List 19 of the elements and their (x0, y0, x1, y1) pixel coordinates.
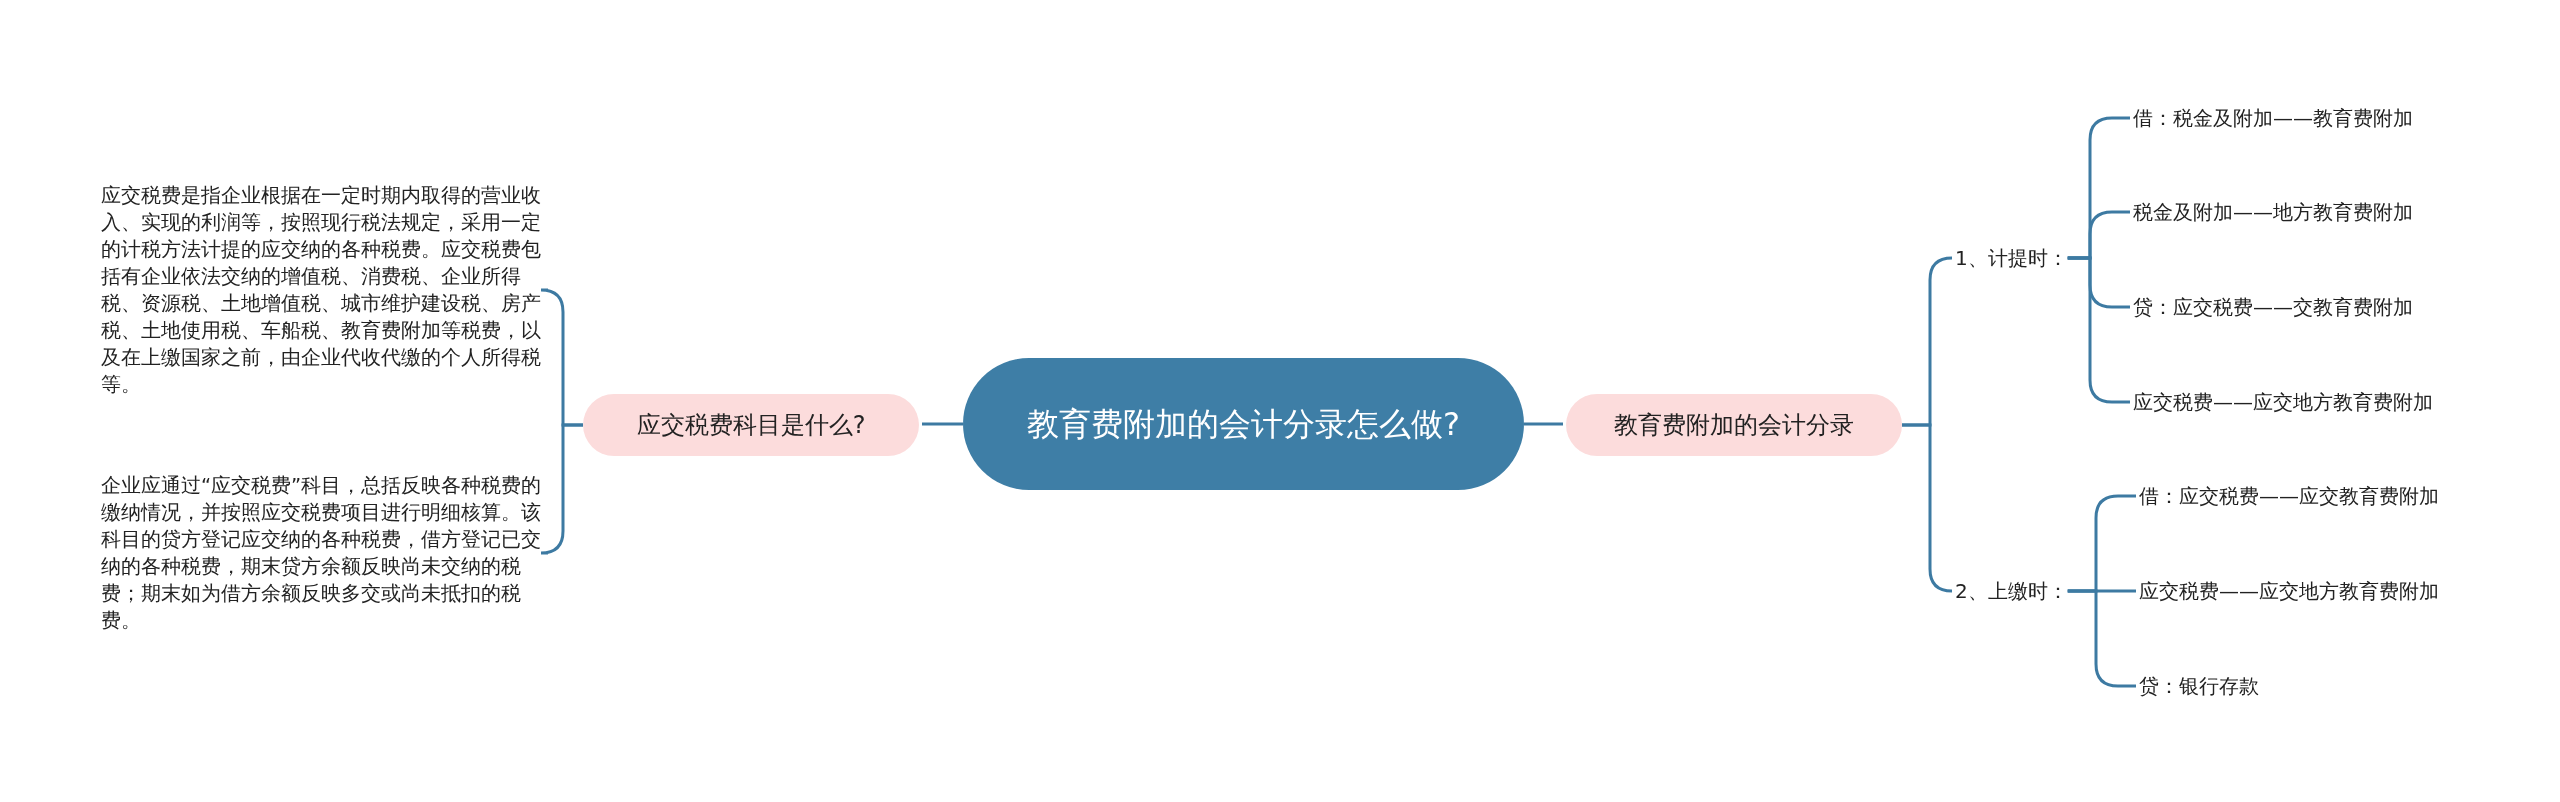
topic-box: 教育费附加的会计分录怎么做? (963, 358, 1524, 490)
connector-line (539, 423, 583, 555)
entry-text: 借：税金及附加——教育费附加 (2133, 104, 2413, 132)
entry-text: 贷：应交税费——交教育费附加 (2133, 293, 2413, 321)
step-label: 2、上缴时： (1955, 577, 2068, 605)
connector-line (2067, 256, 2130, 404)
entry-text: 应交税费——应交地方教育费附加 (2133, 388, 2433, 416)
step-label: 1、计提时： (1955, 244, 2068, 272)
connector-line (1524, 422, 1563, 426)
branch-box: 教育费附加的会计分录 (1566, 394, 1902, 456)
branch-box: 应交税费科目是什么? (583, 394, 919, 456)
entry-text: 贷：银行存款 (2139, 672, 2259, 700)
entry-text: 税金及附加——地方教育费附加 (2133, 198, 2413, 226)
entry-text: 应交税费——应交地方教育费附加 (2139, 577, 2439, 605)
entry-text: 借：应交税费——应交教育费附加 (2139, 482, 2439, 510)
paragraph-text: 应交税费是指企业根据在一定时期内取得的营业收入、实现的利润等，按照现行税法规定，采用一定的计税方法计提的应交纳的各种税费。应交税费包括有企业依法交纳的增值税、消费税、企业所得税、资源税、土地增值税、城市维护建设税、房产税、土地使用税、车船税、教育费附加等税费，以及在上缴国家之前，由企业代收代缴的个人所得税等。 (101, 182, 545, 398)
connector-line (922, 422, 963, 426)
paragraph-text: 企业应通过“应交税费”科目，总括反映各种税费的缴纳情况，并按照应交税费项目进行明细核算。该科目的贷方登记应交纳的各种税费，借方登记已交纳的各种税费，期末贷方余额反映尚未交纳的税费；期末如为借方余额反映多交或尚未抵扣的税费。 (101, 472, 545, 634)
connector-line (2067, 589, 2136, 688)
